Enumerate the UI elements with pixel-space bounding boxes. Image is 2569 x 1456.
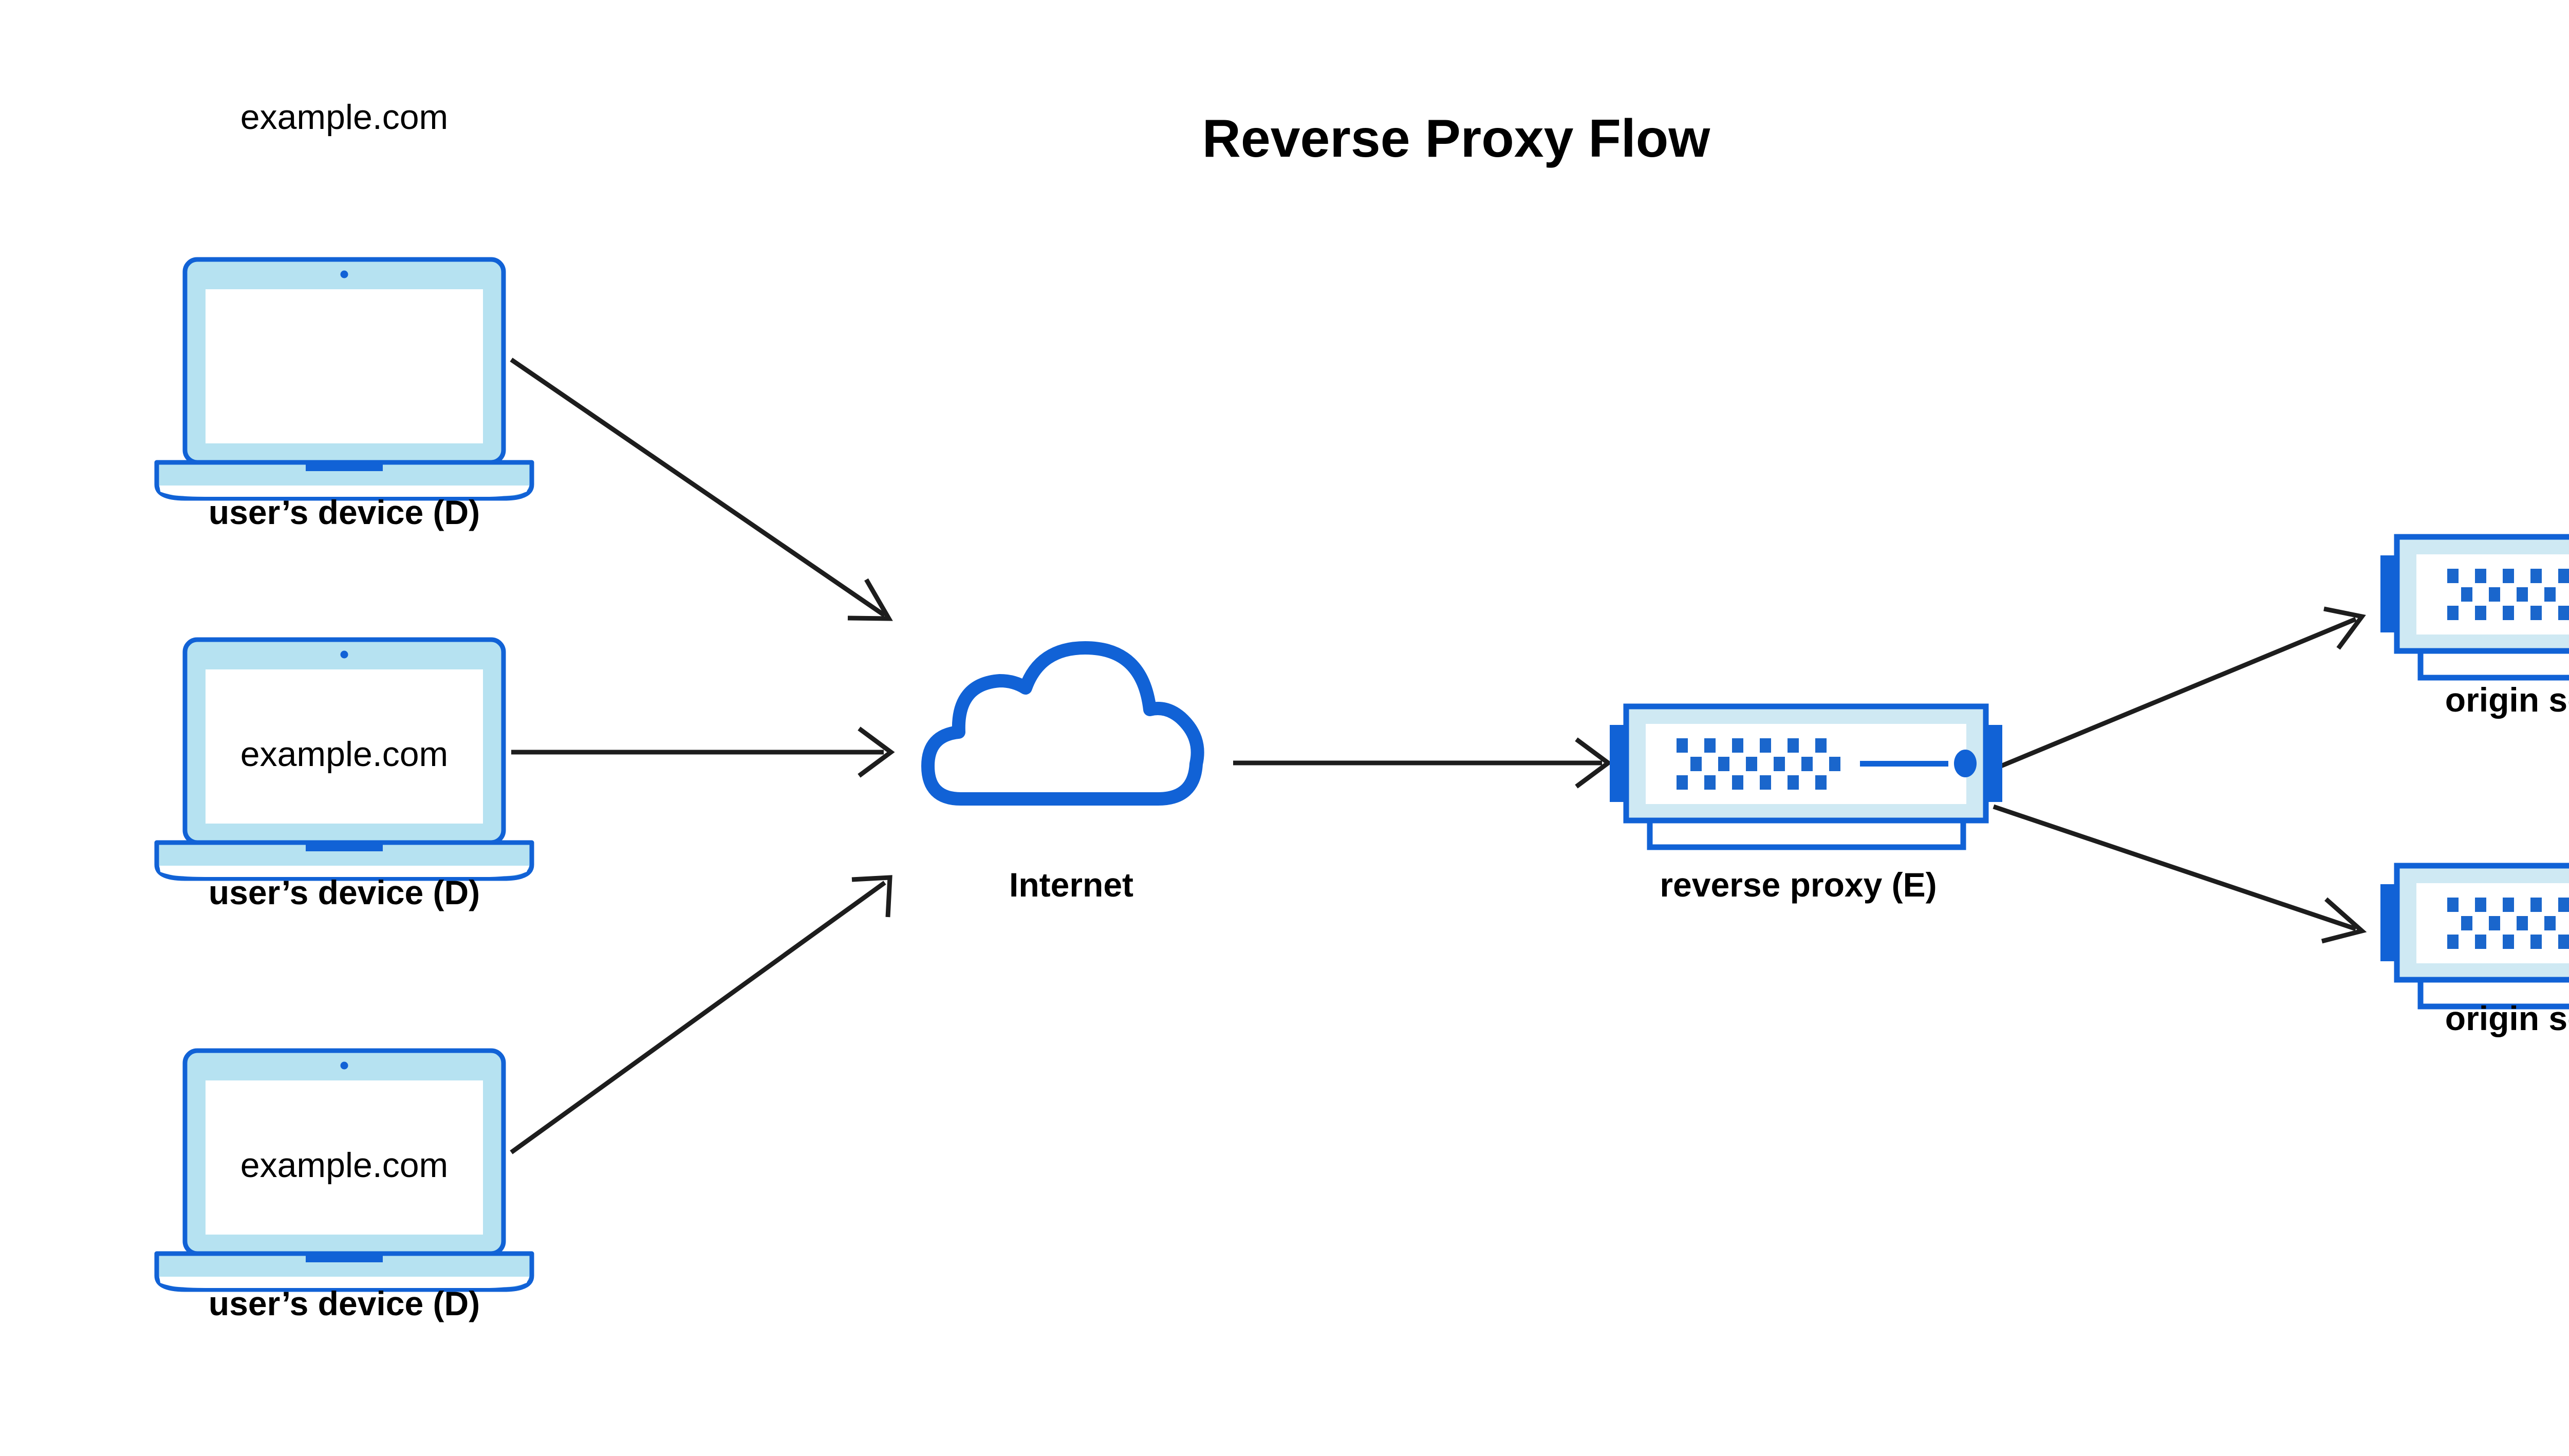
edge-device-middle-to-cloud [511,726,895,778]
laptop-screen-url: example.com [240,98,448,137]
page-title: Reverse Proxy Flow [1202,109,1711,169]
node-origin-server-top[interactable]: origin server (F) [2380,537,2569,719]
server-icon [2380,537,2569,678]
node-device-top[interactable]: example.com user’s device (D) [157,98,532,531]
node-label-device-bottom: user’s device (D) [209,1284,480,1322]
laptop-icon [157,259,532,498]
server-icon [1610,706,2002,847]
node-device-middle[interactable]: example.com user’s device (D) [157,640,532,911]
node-label-origin-server-top: origin server (F) [2445,681,2569,719]
node-origin-server-bottom[interactable]: origin server (F) [2380,866,2569,1037]
edge-device-bottom-to-cloud [510,875,892,1154]
node-label-device-top: user’s device (D) [209,493,480,531]
edge-proxy-to-origin-top [1993,606,2366,772]
edge-layer [510,358,2367,1154]
edge-cloud-to-proxy [1233,737,1612,789]
node-internet-cloud[interactable]: Internet [928,648,1198,904]
laptop-screen-url: example.com [240,735,448,774]
server-icon [2380,866,2569,1006]
laptop-screen-url: example.com [240,1146,448,1185]
node-label-device-middle: user’s device (D) [209,873,480,911]
edge-proxy-to-origin-bottom [1993,804,2367,944]
node-label-origin-server-bottom: origin server (F) [2445,999,2569,1037]
node-device-bottom[interactable]: example.com user’s device (D) [157,1051,532,1322]
node-label-internet: Internet [1009,866,1133,904]
cloud-icon [928,648,1198,799]
node-reverse-proxy[interactable]: reverse proxy (E) [1610,706,2002,904]
edge-device-top-to-cloud [510,358,893,621]
node-label-reverse-proxy: reverse proxy (E) [1660,866,1937,904]
